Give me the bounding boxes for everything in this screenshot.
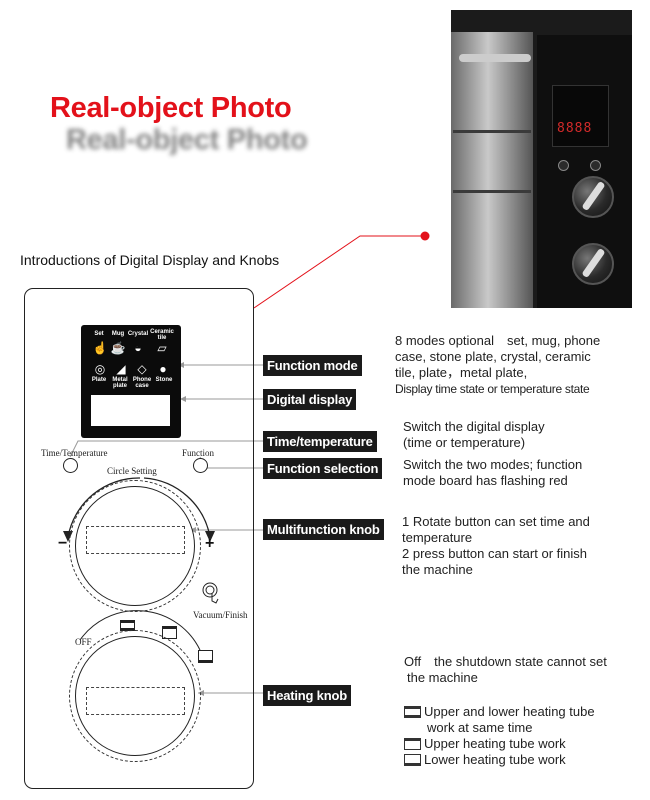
desc-function-selection: Switch the two modes; function mode boar…	[403, 457, 582, 489]
function-label: Function	[182, 448, 215, 458]
desc-modes: 8 modes optional set, mug, phone case, s…	[395, 333, 600, 397]
lower-heating-icon	[404, 754, 421, 766]
red-pointer-line	[253, 235, 424, 309]
oven-photo-button	[590, 160, 601, 171]
callout-function-mode: Function mode	[263, 355, 362, 376]
minus-sign: −	[58, 535, 68, 552]
upper-lower-heating-icon	[120, 620, 135, 631]
desc-line: 2 press button can start or finish	[402, 546, 587, 561]
upper-heating-icon	[162, 626, 177, 639]
function-mode-board: Set Mug Crystal Ceramic tile ☝ ☕ ◒ ▱ ◎ ◢…	[81, 325, 181, 438]
oven-rack	[453, 130, 531, 133]
mode-label-ceramic-tile: Ceramic tile	[150, 329, 174, 341]
heating-knob-window	[86, 687, 185, 715]
mode-label-set: Set	[94, 331, 104, 337]
control-panel-diagram	[24, 288, 254, 789]
leader-time-temperature	[69, 440, 263, 458]
desc-line: 1 Rotate button can set time and	[402, 514, 590, 529]
mode-label-stone: Stone	[155, 377, 173, 383]
mug-icon: ☕	[110, 341, 126, 355]
desc-line: Display time state or temperature state	[395, 382, 590, 396]
oven-photo-knob-upper	[572, 176, 614, 218]
arc-arrow-right	[205, 531, 215, 542]
desc-line: temperature	[402, 530, 473, 545]
phone-case-icon: ◇	[137, 362, 147, 376]
hand-icon: ☝	[92, 341, 108, 355]
multifunction-knob-window	[86, 526, 185, 554]
callout-digital-display: Digital display	[263, 389, 357, 410]
upper-heating-icon	[404, 738, 421, 750]
callout-function-selection: Function selection	[263, 458, 383, 479]
vacuum-finish-label: Vacuum/Finish	[193, 610, 248, 620]
upper-lower-heating-icon	[404, 706, 421, 718]
headline-title: Real-object Photo	[50, 92, 292, 124]
oven-photo: 8888	[451, 10, 632, 308]
desc-heating-modes: Upper and lower heating tube work at sam…	[404, 704, 595, 768]
mode-label-phone-case: Phone case	[132, 377, 152, 389]
oven-lcd	[552, 85, 609, 147]
lower-heating-icon	[198, 650, 213, 663]
heating-knob-ring	[69, 630, 201, 762]
circle-setting-label: Circle Setting	[107, 466, 157, 476]
mode-label-metal-plate: Metal plate	[112, 377, 128, 389]
headline-shadow: Real-object Photo	[66, 124, 308, 156]
mode-label-plate: Plate	[91, 377, 107, 383]
desc-line: Upper heating tube work	[424, 736, 566, 751]
oven-led-readout: 8888	[557, 121, 593, 136]
desc-row: Upper and lower heating tube	[404, 704, 595, 720]
callout-multifunction-knob: Multifunction knob	[263, 519, 384, 540]
ceramic-tile-icon: ▱	[157, 341, 167, 355]
oven-glass-door	[451, 32, 533, 308]
plate-icon: ◎	[94, 362, 106, 376]
callout-time-temperature: Time/temperature	[263, 431, 377, 452]
desc-multifunction: 1 Rotate button can set time and tempera…	[402, 514, 590, 578]
desc-line: Lower heating tube work	[424, 752, 566, 767]
time-temperature-button[interactable]	[63, 458, 78, 473]
oven-handle	[459, 54, 531, 62]
desc-line: tile, plate，metal plate,	[395, 365, 528, 380]
digital-display-window	[91, 395, 170, 426]
desc-line: the machine	[407, 670, 478, 685]
desc-line: the machine	[402, 562, 473, 577]
desc-line: case, stone plate, crystal, ceramic	[395, 349, 591, 364]
desc-line: Off the shutdown state cannot set	[404, 654, 607, 669]
desc-line: (time or temperature)	[403, 435, 526, 450]
time-temperature-label: Time/Temperature	[41, 448, 108, 458]
desc-line: 8 modes optional set, mug, phone	[395, 333, 601, 348]
off-label: OFF	[75, 637, 92, 647]
desc-line: Switch the digital display	[403, 419, 545, 434]
mode-label-crystal: Crystal	[127, 331, 149, 337]
red-pointer-dot	[420, 231, 430, 241]
crystal-icon: ◒	[134, 341, 142, 355]
press-finger-icon	[202, 582, 219, 604]
callout-heating-knob: Heating knob	[263, 685, 351, 706]
desc-time-temperature: Switch the digital display (time or temp…	[403, 419, 545, 451]
desc-line: mode board has flashing red	[403, 473, 568, 488]
plus-sign: +	[205, 535, 215, 552]
function-selection-button[interactable]	[193, 458, 208, 473]
metal-plate-icon: ◢	[116, 362, 126, 376]
circle-setting-arc-right	[143, 477, 211, 538]
oven-photo-button	[558, 160, 569, 171]
section-title: Introductions of Digital Display and Kno…	[20, 252, 280, 268]
desc-heating-off: Off the shutdown state cannot set the ma…	[404, 654, 607, 686]
desc-row: Upper heating tube work	[404, 736, 595, 752]
stone-icon: ●	[159, 362, 167, 376]
oven-photo-knob-lower	[572, 243, 614, 285]
mode-label-mug: Mug	[111, 331, 125, 337]
desc-line: work at same time	[427, 720, 533, 735]
oven-rack	[453, 190, 531, 193]
multifunction-knob-ring	[69, 480, 201, 612]
desc-line: Upper and lower heating tube	[424, 704, 595, 719]
desc-line: Switch the two modes; function	[403, 457, 583, 472]
desc-row: Lower heating tube work	[404, 752, 595, 768]
